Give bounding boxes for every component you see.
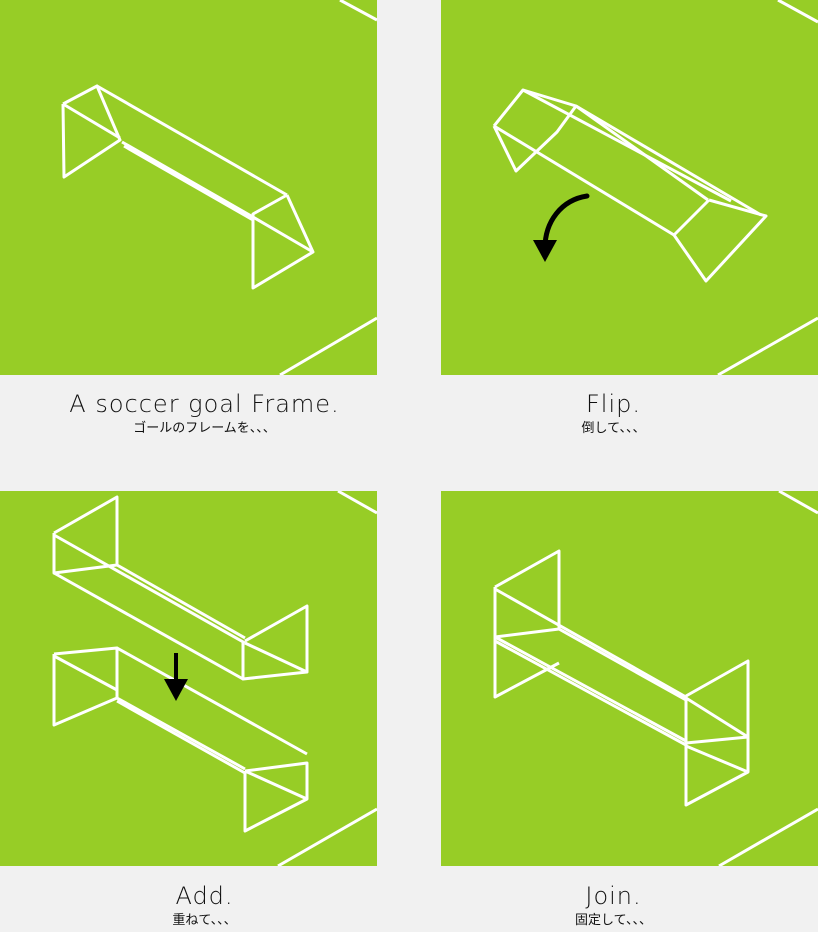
curved-arrow-icon (533, 193, 590, 262)
stacked-goal-frames-icon (52, 491, 377, 866)
joined-goal-frames-icon (493, 491, 818, 866)
step-4-illustration-panel (441, 491, 818, 866)
step-2-caption: Flip. 倒して、、、 (409, 390, 818, 438)
flipped-goal-frame-icon (492, 0, 818, 375)
step-3-illustration-panel (0, 491, 377, 866)
step-1-caption: A soccer goal Frame. ゴールのフレームを、、、 (0, 390, 409, 438)
step-4-caption: Join. 固定して、、、 (409, 882, 818, 930)
step-2-title: Flip. (585, 390, 641, 418)
step-4-subtitle: 固定して、、、 (575, 913, 652, 928)
step-3-caption: Add. 重ねて、、、 (0, 882, 409, 930)
step-1-illustration-panel (0, 0, 377, 375)
step-1-title: A soccer goal Frame. (69, 390, 340, 418)
down-arrow-icon (164, 653, 188, 701)
step-2-illustration-panel (441, 0, 818, 375)
step-3-subtitle: 重ねて、、、 (172, 913, 237, 928)
goal-frame-icon (61, 0, 377, 375)
step-2-subtitle: 倒して、、、 (581, 421, 646, 436)
step-3-title: Add. (175, 882, 234, 910)
step-4-title: Join. (585, 882, 642, 910)
step-1-subtitle: ゴールのフレームを、、、 (133, 421, 276, 436)
